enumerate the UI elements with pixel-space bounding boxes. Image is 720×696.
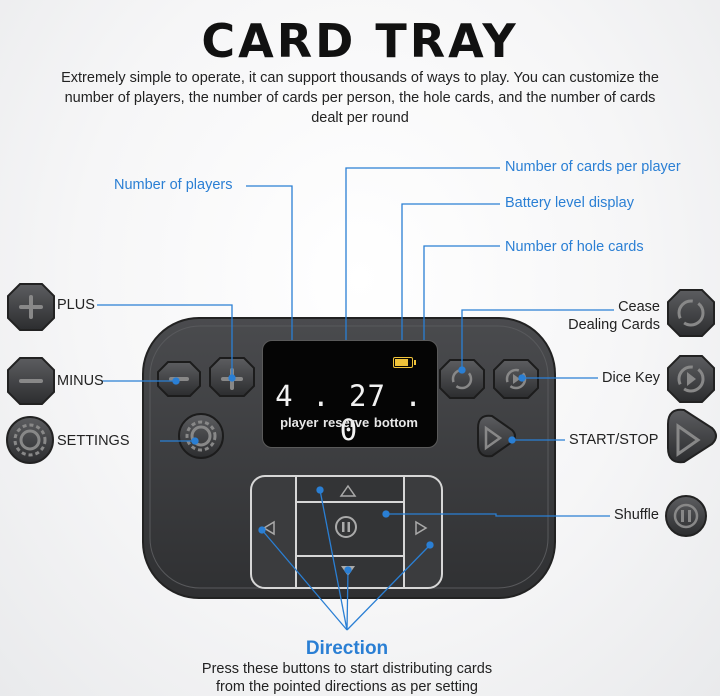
minus-icon xyxy=(7,357,55,405)
page-title: CARD TRAY xyxy=(201,14,519,68)
battery-icon xyxy=(393,357,416,368)
label-cease-line2: Dealing Cards xyxy=(568,317,660,333)
arrow-left-icon xyxy=(262,520,275,536)
shuffle-pause-icon xyxy=(665,495,707,537)
direction-title: Direction xyxy=(305,638,389,659)
arrow-up-icon xyxy=(339,484,357,497)
pause-icon xyxy=(335,516,357,538)
label-shuffle: Shuffle xyxy=(614,507,659,523)
cease-button-device xyxy=(439,359,485,399)
label-plus: PLUS xyxy=(57,297,95,313)
direction-line-1: Press these buttons to start distributin… xyxy=(201,661,493,677)
direction-description: Press these buttons to start distributin… xyxy=(0,660,694,696)
label-minus: MINUS xyxy=(57,373,104,389)
label-battery-level: Battery level display xyxy=(505,195,634,211)
plus-icon xyxy=(7,283,55,331)
arrow-right-icon xyxy=(415,520,428,536)
label-number-of-players: Number of players xyxy=(114,177,233,193)
label-cards-per-player: Number of cards per player xyxy=(505,159,681,175)
cease-icon xyxy=(667,289,715,337)
label-cease-line1: Cease xyxy=(618,299,660,315)
label-start-stop: START/STOP xyxy=(569,432,659,448)
play-icon xyxy=(667,408,717,464)
lcd-numbers: 4 . 27 . 0 xyxy=(275,379,423,447)
dice-icon xyxy=(667,355,715,403)
start-stop-button-device xyxy=(477,414,516,458)
gear-icon xyxy=(6,416,54,464)
settings-button-device xyxy=(178,413,224,459)
direction-line-2: from the pointed directions as per setti… xyxy=(216,679,478,695)
intro-text: Extremely simple to operate, it can supp… xyxy=(61,70,659,126)
label-dice-key: Dice Key xyxy=(602,370,661,386)
lcd-labels: player reserve bottom xyxy=(280,415,418,430)
lcd-screen: 4 . 27 . 0 player reserve bottom xyxy=(262,340,438,448)
dice-button-device xyxy=(493,359,539,399)
label-settings: SETTINGS xyxy=(57,433,130,449)
label-hole-cards: Number of hole cards xyxy=(505,239,644,255)
